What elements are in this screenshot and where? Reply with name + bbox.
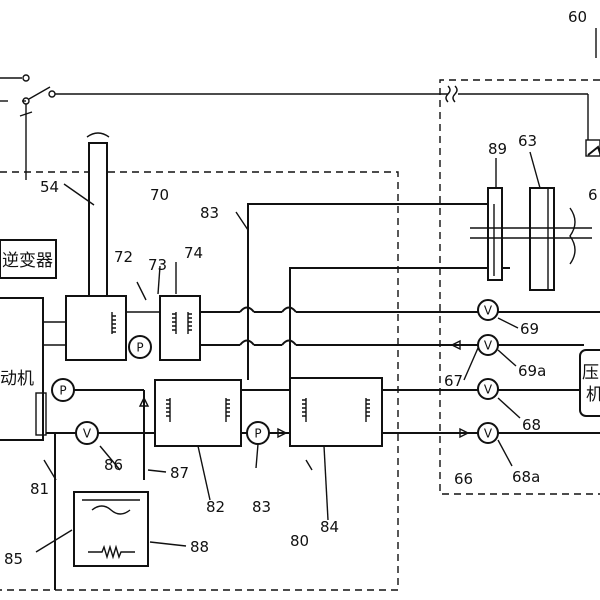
radiator-88 — [73, 491, 149, 567]
exhaust-stack — [63, 132, 110, 299]
valve-69a: V — [477, 334, 499, 356]
label-87: 87 — [170, 464, 189, 482]
label-81: 81 — [30, 480, 49, 498]
label-60: 60 — [568, 8, 587, 26]
label-68: 68 — [522, 416, 541, 434]
label-80: 80 — [290, 532, 309, 550]
label-6-partial: 6 — [588, 186, 598, 204]
heat-exchanger-89 — [487, 187, 503, 281]
svg-text:P: P — [254, 427, 261, 441]
heat-exchanger-74 — [159, 295, 201, 361]
compressor-label-top: 压 — [582, 363, 599, 383]
leader-lines — [35, 28, 597, 553]
inverter-label: 逆变器 — [2, 251, 53, 271]
pump-engine: P — [51, 378, 75, 402]
valve-69: V — [477, 299, 499, 321]
svg-text:V: V — [484, 383, 493, 397]
heat-exchanger-84 — [289, 377, 383, 447]
label-72: 72 — [114, 248, 133, 266]
piping — [46, 203, 600, 590]
component-63 — [529, 187, 555, 291]
chinese-labels: 逆变器 动机 压 机 — [0, 251, 600, 405]
label-89: 89 — [488, 140, 507, 158]
label-69a: 69a — [518, 362, 546, 380]
reference-numerals: 60 54 70 72 73 74 83 89 63 6 69 69a 67 6… — [4, 8, 598, 568]
label-86: 86 — [104, 456, 123, 474]
label-85: 85 — [4, 550, 23, 568]
label-63: 63 — [518, 132, 537, 150]
label-74: 74 — [184, 244, 203, 262]
label-83-top: 83 — [200, 204, 219, 222]
svg-text:V: V — [484, 339, 493, 353]
svg-text:P: P — [59, 384, 66, 398]
engine-label: 动机 — [0, 369, 34, 389]
power-switches — [0, 74, 589, 180]
left-unit-enclosure — [0, 171, 399, 591]
svg-text:P: P — [136, 341, 143, 355]
valve-86: V — [75, 421, 99, 445]
svg-text:V: V — [484, 427, 493, 441]
label-54: 54 — [40, 178, 59, 196]
label-66: 66 — [454, 470, 473, 488]
inverter-box — [0, 239, 57, 279]
pump-72: P — [128, 335, 152, 359]
label-88: 88 — [190, 538, 209, 556]
label-82: 82 — [206, 498, 225, 516]
svg-text:V: V — [484, 304, 493, 318]
label-83-bottom: 83 — [252, 498, 271, 516]
heat-exchanger-82 — [154, 379, 242, 447]
label-69: 69 — [520, 320, 539, 338]
right-unit-enclosure — [439, 79, 600, 495]
label-67: 67 — [444, 372, 463, 390]
fan-6x — [470, 139, 600, 265]
valve-68: V — [477, 378, 499, 400]
compressor-label-bottom: 机 — [586, 385, 600, 405]
pump-83: P — [246, 421, 270, 445]
svg-text:V: V — [83, 427, 92, 441]
label-73: 73 — [148, 256, 167, 274]
heat-exchanger-72 — [65, 295, 127, 361]
valve-68a: V — [477, 422, 499, 444]
label-68a: 68a — [512, 468, 540, 486]
label-84: 84 — [320, 518, 339, 536]
compressor-box — [579, 349, 600, 417]
label-70: 70 — [150, 186, 169, 204]
